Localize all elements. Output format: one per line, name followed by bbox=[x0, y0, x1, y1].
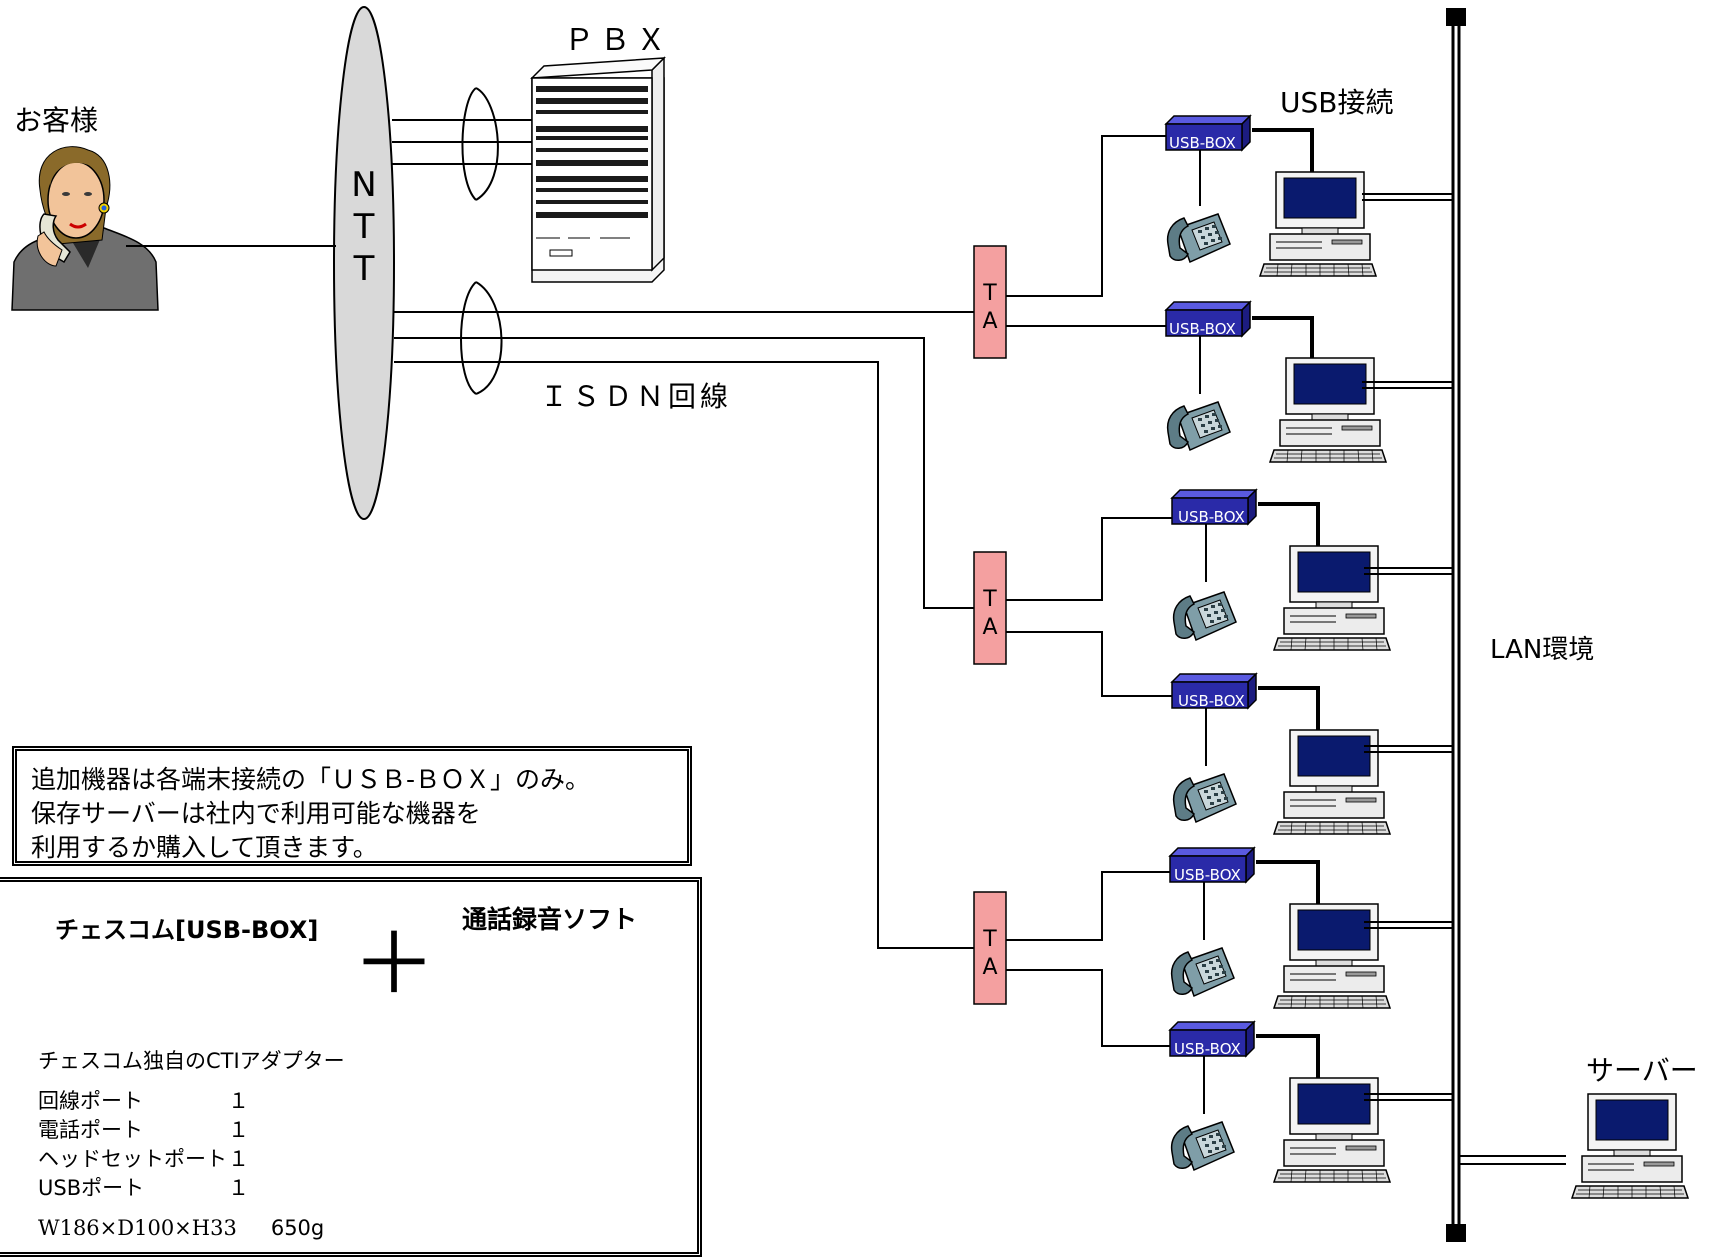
terminal-3: USB-BOX bbox=[1171, 489, 1453, 651]
usb-box-label: USB-BOX bbox=[1169, 320, 1236, 338]
usb-box-label: USB-BOX bbox=[1178, 508, 1245, 526]
note-line: 保存サーバーは社内で利用可能な機器を bbox=[31, 799, 481, 828]
pbx-label: ＰＢＸ bbox=[564, 23, 672, 58]
usb-box-label: USB-BOX bbox=[1174, 1040, 1241, 1058]
note-line: 利用するか購入して頂きます。 bbox=[31, 833, 378, 862]
pbx-trunks bbox=[392, 87, 532, 201]
plus-sign: ＋ bbox=[352, 915, 437, 1013]
svg-text:A: A bbox=[982, 955, 997, 980]
telephone-icon bbox=[1170, 947, 1235, 997]
usb-box-label: USB-BOX bbox=[1174, 866, 1241, 884]
terminal-2: USB-BOX bbox=[1165, 301, 1453, 463]
note-line: 追加機器は各端末接続の「ＵＳＢ-ＢＯＸ」のみ。 bbox=[31, 765, 591, 794]
telephone-icon bbox=[1170, 1121, 1235, 1171]
pc-icon bbox=[1269, 357, 1387, 463]
terminal-6: USB-BOX bbox=[1169, 1021, 1453, 1183]
server-label: サーバー bbox=[1586, 1054, 1698, 1087]
telephone-icon bbox=[1172, 591, 1237, 641]
note-box: 追加機器は各端末接続の「ＵＳＢ-ＢＯＸ」のみ。 保存サーバーは社内で利用可能な機… bbox=[12, 746, 692, 866]
svg-text:T: T bbox=[353, 207, 375, 247]
pc-icon bbox=[1273, 903, 1391, 1009]
telephone-icon bbox=[1172, 773, 1237, 823]
terminal-4: USB-BOX bbox=[1171, 673, 1453, 835]
telephone-icon bbox=[1166, 401, 1231, 451]
software-title: 通話録音ソフト bbox=[462, 905, 638, 934]
ta-adapter: T A bbox=[973, 891, 1007, 1005]
ta-branch-lines bbox=[1006, 135, 1172, 1047]
svg-text:T: T bbox=[982, 281, 997, 306]
weight: 650g bbox=[270, 1216, 325, 1240]
customer-label: お客様 bbox=[14, 104, 98, 137]
lan-backbone bbox=[1446, 8, 1466, 1242]
lan-environment-label: LAN環境 bbox=[1490, 635, 1594, 665]
ta-adapter: T A bbox=[973, 551, 1007, 665]
terminal-1: USB-BOX bbox=[1165, 115, 1453, 277]
svg-text:A: A bbox=[982, 615, 997, 640]
customer-icon bbox=[11, 146, 159, 311]
pc-icon bbox=[1259, 171, 1377, 277]
ntt-cloud bbox=[333, 6, 395, 520]
server-icon bbox=[1459, 1093, 1689, 1199]
svg-text:A: A bbox=[982, 309, 997, 334]
usb-box-label: USB-BOX bbox=[1169, 134, 1236, 152]
svg-text:T: T bbox=[982, 587, 997, 612]
terminal-5: USB-BOX bbox=[1169, 847, 1453, 1009]
product-box: チェスコム[USB-BOX] 通話録音ソフト ＋ チェスコム独自のCTIアダプタ… bbox=[0, 877, 702, 1257]
ntt-label: N bbox=[351, 165, 376, 205]
isdn-line-label: ＩＳＤＮ回線 bbox=[540, 380, 732, 413]
device-description: チェスコム独自のCTIアダプター bbox=[38, 1049, 345, 1073]
svg-text:T: T bbox=[982, 927, 997, 952]
ta-adapter: T A bbox=[973, 245, 1007, 359]
isdn-lines bbox=[394, 281, 974, 949]
telephone-icon bbox=[1166, 213, 1231, 263]
usb-box-label: USB-BOX bbox=[1178, 692, 1245, 710]
pc-icon bbox=[1273, 545, 1391, 651]
pbx-icon bbox=[530, 56, 666, 283]
device-title: チェスコム[USB-BOX] bbox=[55, 916, 319, 944]
usb-connection-label: USB接続 bbox=[1280, 86, 1393, 119]
svg-text:T: T bbox=[353, 249, 375, 289]
